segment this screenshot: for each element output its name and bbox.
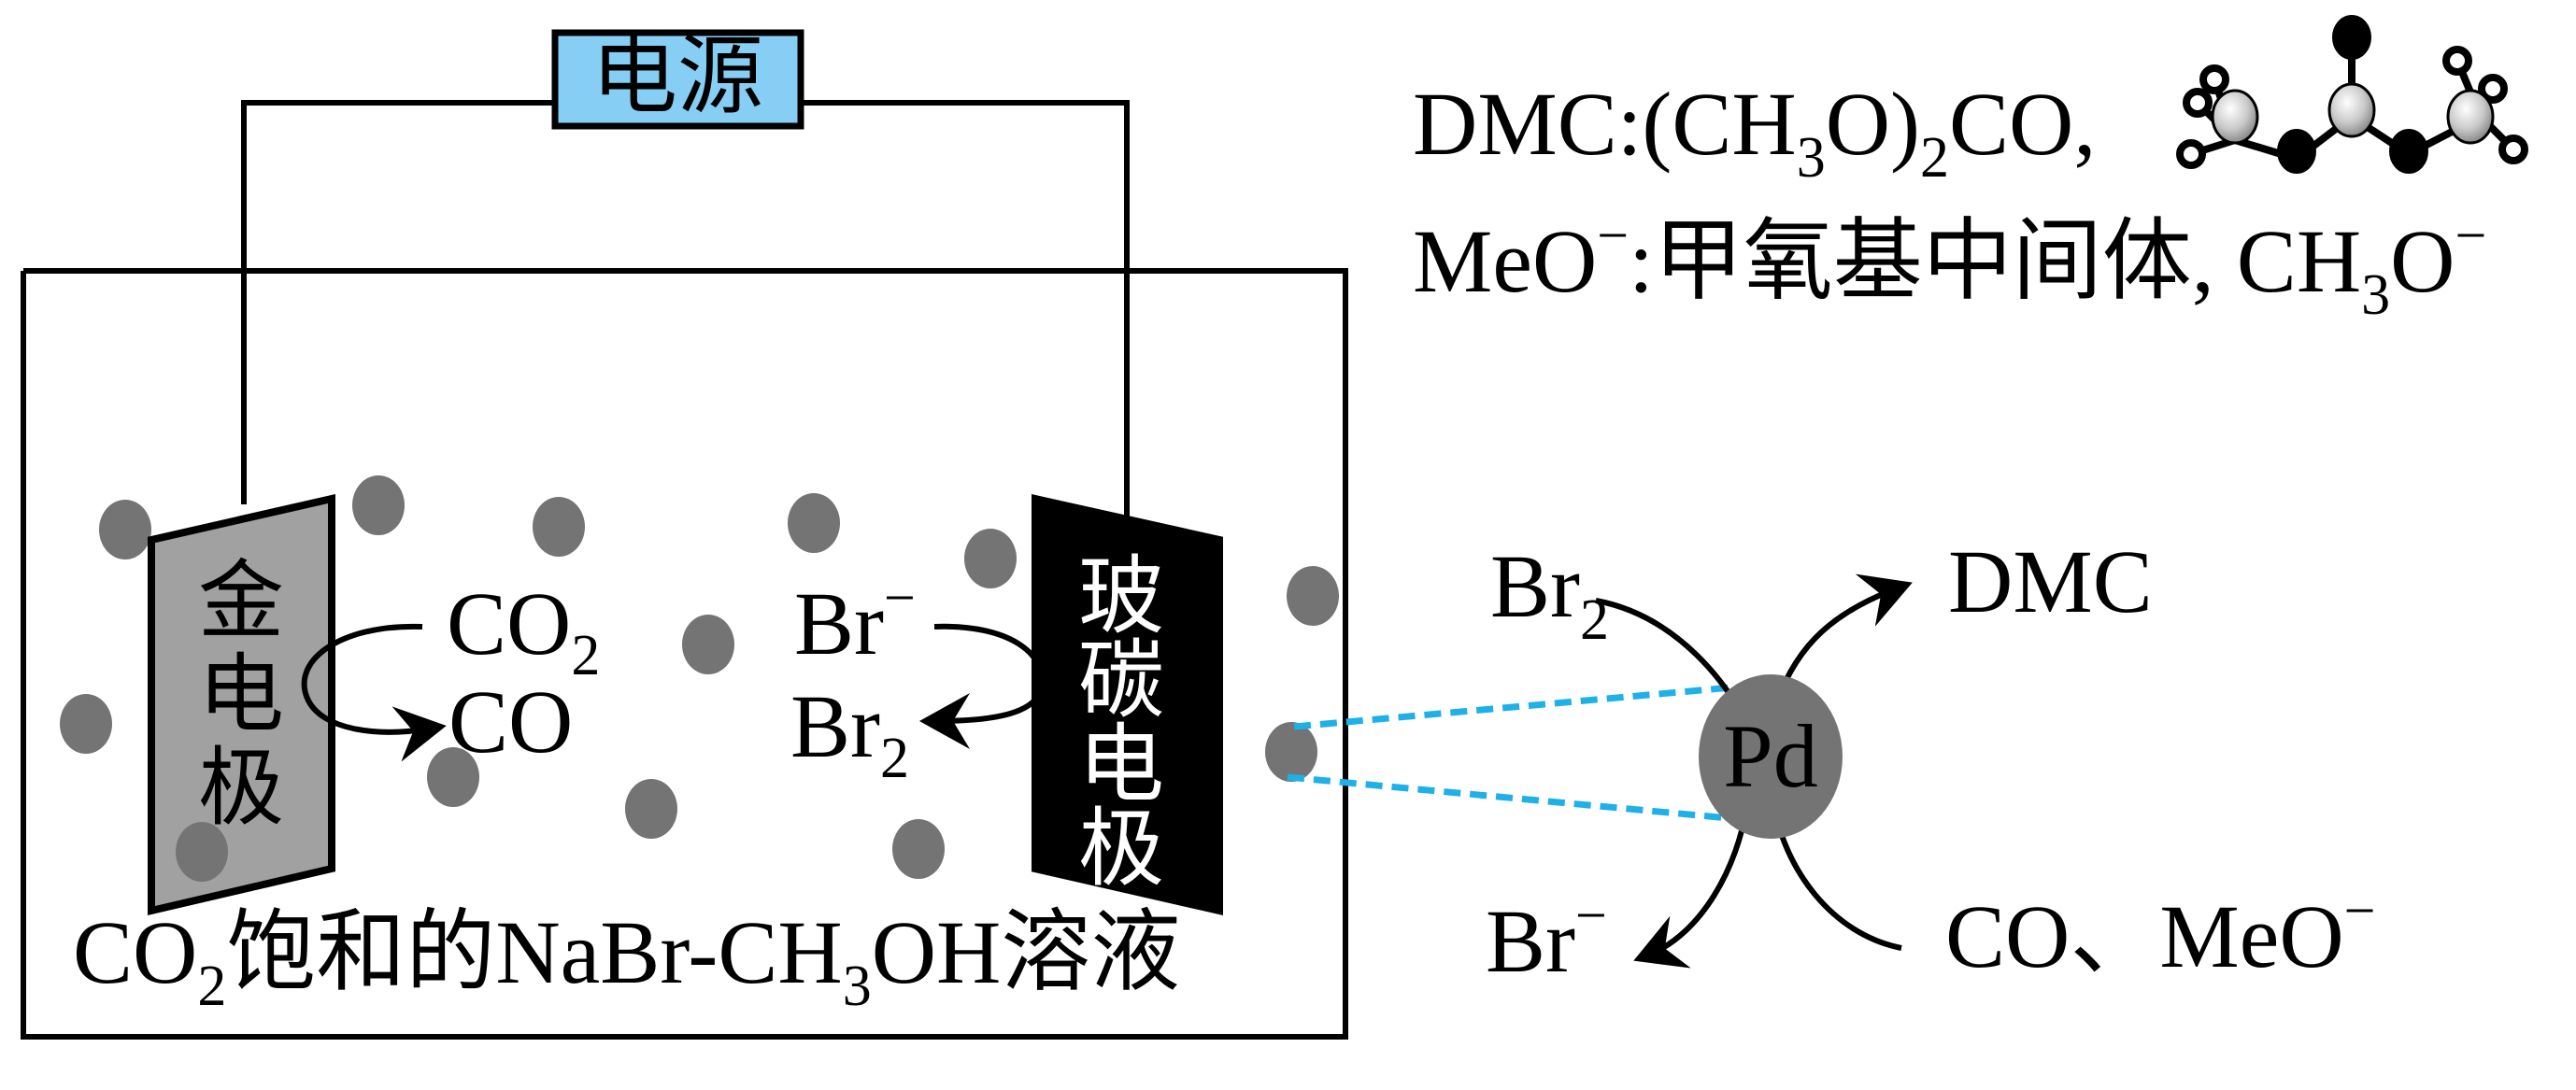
solution-particles xyxy=(60,475,1339,879)
power-source-label: 电源 xyxy=(591,29,763,124)
cathode-reactant-subscript: 2 xyxy=(571,624,600,687)
hydrogen-atom xyxy=(2199,64,2229,94)
anode-product: Br xyxy=(790,676,880,776)
zoom-link-lines xyxy=(1287,683,1750,824)
gold-electrode: 金 电 极 xyxy=(148,493,335,916)
svg-text:Br−: Br− xyxy=(1486,885,1607,991)
particle xyxy=(788,493,840,553)
particle xyxy=(60,694,112,754)
power-source-box xyxy=(551,29,804,130)
carbon-electrode-char: 电 xyxy=(1078,717,1164,813)
anode-arrow-icon xyxy=(919,623,1046,749)
cathode-product: CO xyxy=(448,672,573,771)
gold-electrode-char: 金 xyxy=(198,554,284,649)
carbon-atom xyxy=(2327,82,2376,138)
pd-catalysis: Pd Br2 DMC Br− CO、MeO− xyxy=(1486,531,2376,991)
anode-reaction: Br− Br2 xyxy=(790,567,1046,790)
oxygen-atom xyxy=(2389,129,2428,174)
hydrogen-atom xyxy=(2498,134,2528,164)
meo-legend: MeO−:甲氧基中间体, CH3O− xyxy=(1413,205,2486,327)
carbon-electrode-plate xyxy=(1032,494,1223,916)
dmc-formula-legend: DMC:(CH3O)2CO, xyxy=(1413,74,2096,190)
hydrogen-atom xyxy=(2183,88,2213,118)
carbon-atom xyxy=(2446,89,2495,145)
svg-text:Br2: Br2 xyxy=(790,676,909,790)
gold-electrode-char: 电 xyxy=(198,647,284,743)
dmc-label: DMC xyxy=(1948,531,2153,631)
cathode-reactant: CO xyxy=(447,573,571,673)
carbon-electrode-char: 玻 xyxy=(1078,549,1164,644)
particle xyxy=(625,779,677,839)
pd-catalyst-circle xyxy=(1699,674,1843,839)
particle xyxy=(1265,722,1317,782)
cathode-arrow-icon xyxy=(301,623,447,762)
svg-text:CO、MeO−: CO、MeO− xyxy=(1945,880,2376,986)
carbon-electrode-char: 碳 xyxy=(1078,633,1164,729)
hydrogen-atom xyxy=(2478,74,2508,104)
particle xyxy=(352,475,405,535)
anode-reactant: Br xyxy=(794,573,884,673)
particle xyxy=(427,747,479,807)
particle xyxy=(533,497,585,557)
carbon-atom xyxy=(2211,89,2259,145)
cathode-reaction: CO2 CO xyxy=(301,573,600,771)
oxygen-atom xyxy=(2277,129,2316,174)
co-meo-label: CO、MeO xyxy=(1945,886,2344,986)
wire-right xyxy=(801,100,1130,518)
svg-text:CO2: CO2 xyxy=(447,573,600,687)
particle xyxy=(682,615,734,674)
particle xyxy=(176,822,228,882)
pd-label: Pd xyxy=(1723,706,1817,806)
particle xyxy=(99,500,151,559)
oxygen-atom xyxy=(2332,15,2371,60)
br2-label: Br xyxy=(1490,536,1580,636)
glassy-carbon-electrode: 玻 碳 电 极 xyxy=(1032,494,1223,916)
hydrogen-atom xyxy=(2176,139,2206,169)
electrolysis-cell xyxy=(21,268,1348,1040)
dmc-molecule-icon xyxy=(2176,15,2528,174)
anode-reactant-superscript: − xyxy=(884,567,916,629)
particle xyxy=(892,819,945,879)
power-source: 电源 xyxy=(551,29,804,130)
svg-text:Br2: Br2 xyxy=(1490,536,1609,652)
svg-text:Br−: Br− xyxy=(794,567,916,673)
wire-left xyxy=(241,100,555,504)
particle xyxy=(964,529,1017,588)
solution-label: CO2饱和的NaBr-CH3OH溶液 xyxy=(73,902,1180,1018)
br-minus-label: Br xyxy=(1486,891,1575,991)
particle xyxy=(1287,566,1339,626)
hydrogen-atom xyxy=(2442,46,2472,76)
gold-electrode-plate xyxy=(148,493,335,916)
carbon-electrode-char: 极 xyxy=(1078,801,1164,897)
anode-product-subscript: 2 xyxy=(880,727,909,790)
circuit-wires xyxy=(241,100,1130,518)
gold-electrode-char: 极 xyxy=(198,741,284,836)
